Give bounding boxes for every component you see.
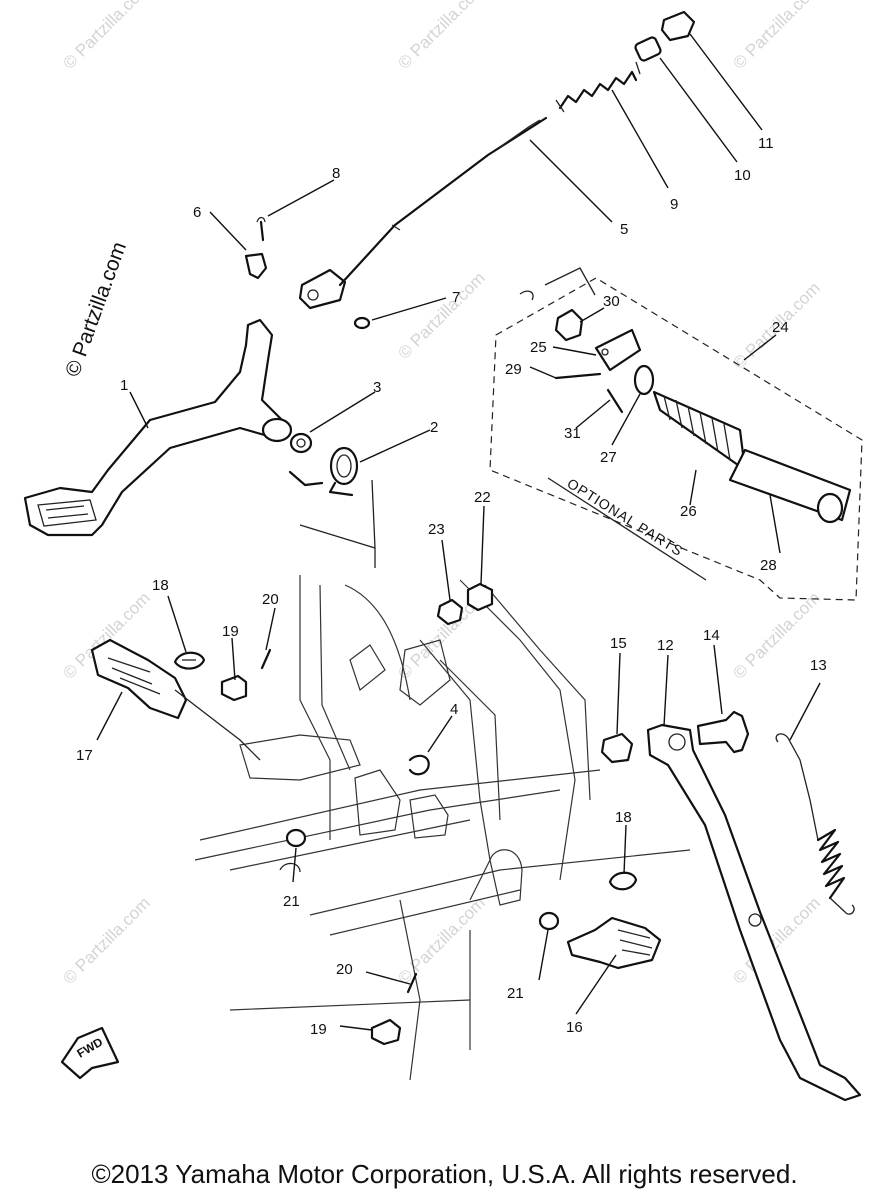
watermark: © Partzilla.com (394, 268, 488, 362)
callout-15: 15 (610, 635, 627, 652)
callout-5: 5 (620, 221, 628, 238)
fwd-indicator: FWD (60, 1026, 120, 1080)
callout-20a: 20 (262, 591, 279, 608)
callouts: 1 2 3 4 5 6 7 8 9 10 11 12 13 14 15 16 1… (76, 135, 827, 1038)
callout-20b: 20 (336, 961, 353, 978)
optional-parts-label: OPTIONAL PARTS (564, 475, 686, 559)
callout-10: 10 (734, 167, 751, 184)
part-15-nut (600, 732, 634, 764)
part-10-adjuster (634, 36, 662, 62)
callout-23: 23 (428, 521, 445, 538)
part-19b-pin (370, 1018, 402, 1046)
part-21b-washer (538, 911, 560, 931)
part-9-spring (555, 61, 641, 113)
callout-27: 27 (600, 449, 617, 466)
callout-19a: 19 (222, 623, 239, 640)
part-11-nut (660, 10, 696, 42)
callout-22: 22 (474, 489, 491, 506)
part-17-footrest (90, 638, 261, 761)
part-12-side-stand (646, 723, 862, 1102)
part-18b-spring (608, 871, 638, 891)
callout-3: 3 (373, 379, 381, 396)
callout-16: 16 (566, 1019, 583, 1036)
callout-24: 24 (772, 319, 789, 336)
callout-17: 17 (76, 747, 93, 764)
callout-7: 7 (452, 289, 460, 306)
side-watermark: © Partzilla.com (61, 239, 131, 380)
watermark: © Partzilla.com (59, 0, 153, 73)
part-23-nut (436, 598, 464, 626)
leader-lines (96, 33, 821, 1031)
callout-19b: 19 (310, 1021, 327, 1038)
callout-1: 1 (120, 377, 128, 394)
part-13-spring (775, 733, 855, 915)
callout-11: 11 (758, 135, 774, 152)
part-6-pin (244, 252, 268, 280)
callout-18b: 18 (615, 809, 632, 826)
callout-8: 8 (332, 165, 340, 182)
part-18a-spring (173, 651, 206, 670)
part-3-washer (289, 432, 313, 454)
part-19a-pin (220, 674, 248, 702)
part-20b-cotter-pin (406, 972, 418, 994)
optional-parts-group: OPTIONAL PARTS (489, 267, 863, 601)
callout-21a: 21 (283, 893, 300, 910)
callout-28: 28 (760, 557, 777, 574)
watermark: © Partzilla.com (729, 0, 823, 73)
watermark: © Partzilla.com (394, 0, 488, 73)
callout-6: 6 (193, 204, 201, 221)
part-21a-washer (285, 828, 307, 848)
motorcycle-frame (194, 575, 691, 1081)
part-14-bolt (696, 710, 750, 754)
callout-9: 9 (670, 196, 678, 213)
part-8-cotter-pin (256, 216, 266, 242)
part-7-washer (353, 316, 371, 330)
callout-25: 25 (530, 339, 547, 356)
callout-18a: 18 (152, 577, 169, 594)
callout-29: 29 (505, 361, 522, 378)
part-16-footrest (566, 916, 662, 970)
callout-14: 14 (703, 627, 720, 644)
callout-13: 13 (810, 657, 827, 674)
callout-4: 4 (450, 701, 458, 718)
callout-12: 12 (657, 637, 674, 654)
callout-26: 26 (680, 503, 697, 520)
copyright-notice: ©2013 Yamaha Motor Corporation, U.S.A. A… (91, 1159, 798, 1189)
parts-diagram: © Partzilla.com © Partzilla.com © Partzi… (23, 0, 863, 1102)
part-5-brake-rod (298, 116, 548, 310)
callout-2: 2 (430, 419, 438, 436)
part-22-bolt (466, 582, 494, 612)
part-20a-cotter-pin (260, 648, 272, 670)
part-2-return-spring (288, 446, 376, 568)
watermark: © Partzilla.com (59, 893, 153, 987)
part-1-brake-pedal (23, 318, 293, 537)
part-4-clip (408, 754, 430, 776)
callout-31: 31 (564, 425, 581, 442)
callout-30: 30 (603, 293, 620, 310)
callout-21b: 21 (507, 985, 524, 1002)
